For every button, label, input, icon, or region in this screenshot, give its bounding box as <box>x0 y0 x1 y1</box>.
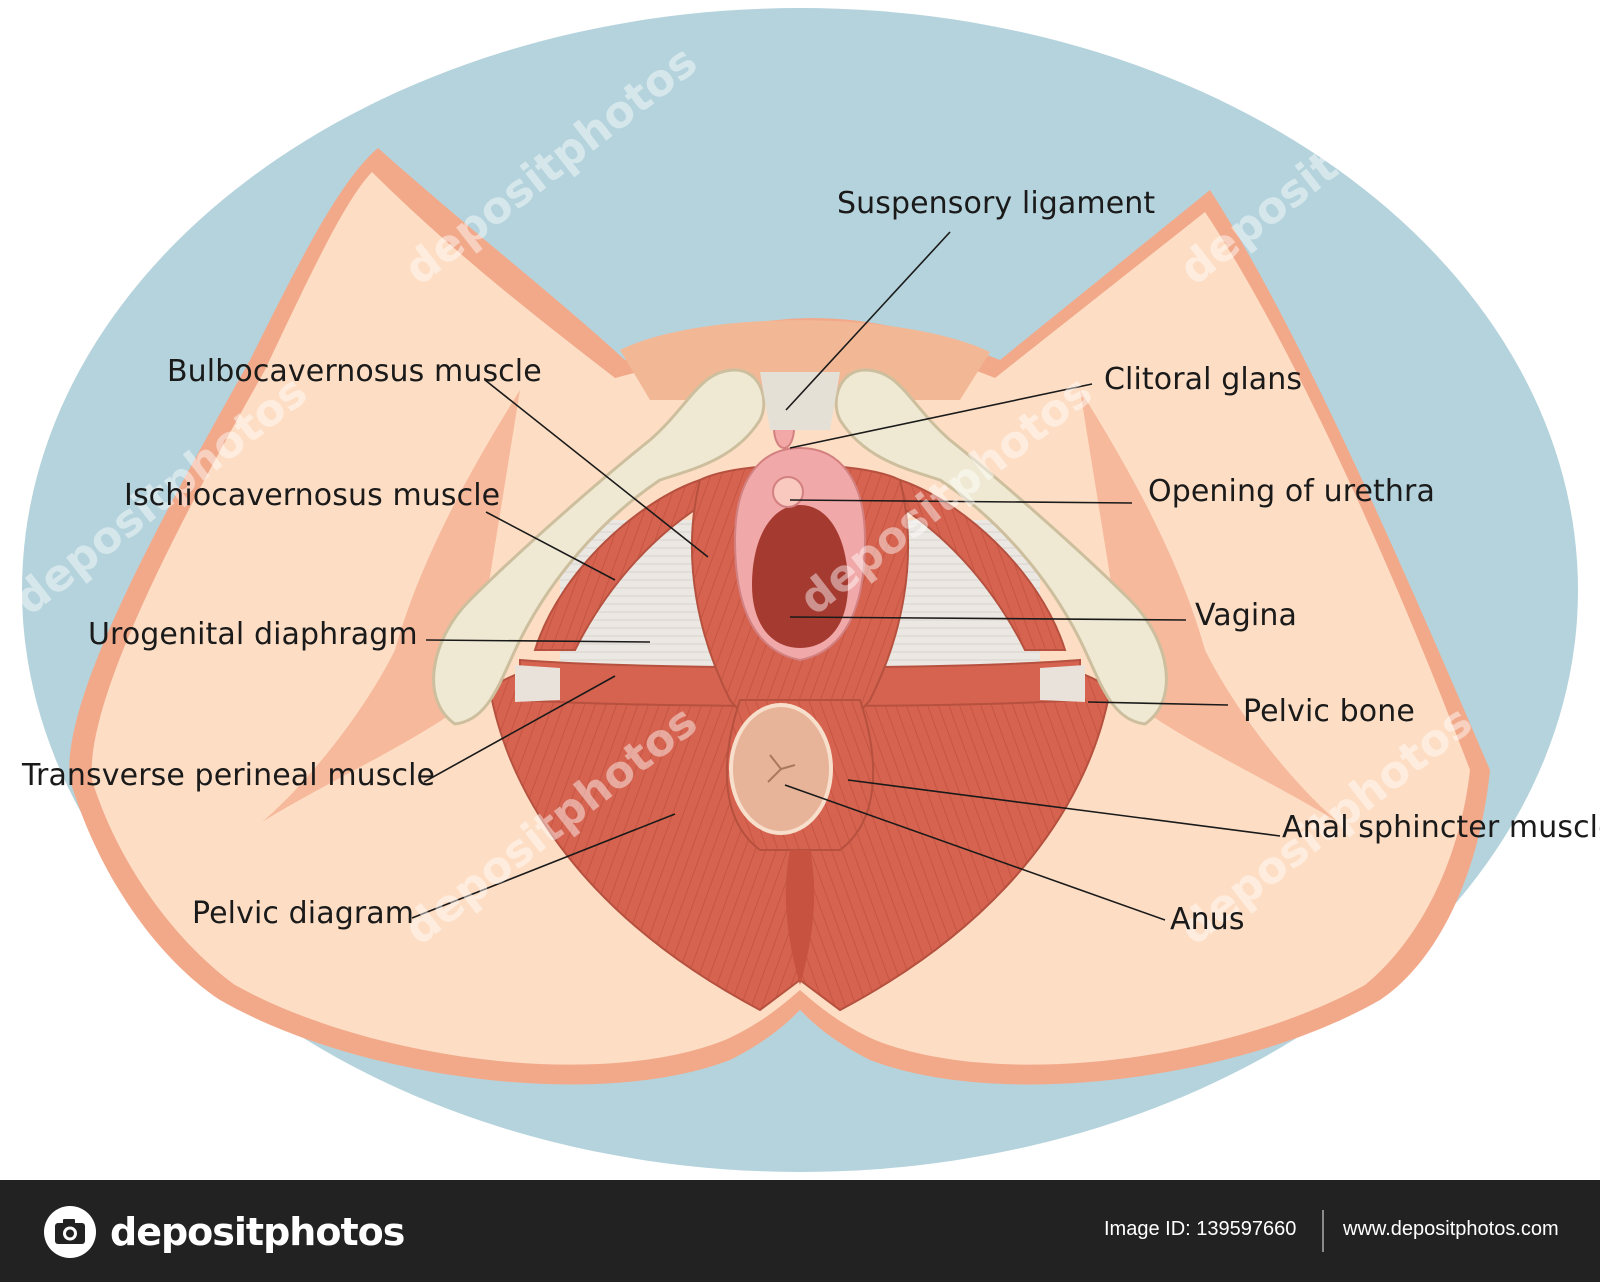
leader-urogenital <box>425 639 651 643</box>
leader-urethra <box>789 499 1133 504</box>
label-bulbocavernosus-muscle: Bulbocavernosus muscle <box>167 354 542 389</box>
leader-vagina <box>789 616 1187 621</box>
label-anal-sphincter-muscle: Anal sphincter muscle <box>1282 810 1600 845</box>
label-anus: Anus <box>1170 902 1245 937</box>
label-clitoral-glans: Clitoral glans <box>1104 362 1303 397</box>
midline-raphe <box>785 850 815 985</box>
leader-anal-sphincter <box>847 779 1281 837</box>
pelvic-bone-left <box>432 368 766 726</box>
ischiocavernosus-right <box>888 478 1067 651</box>
diagram-stage: depositphotos depositphotos depositphoto… <box>22 8 1600 1172</box>
anus-center-mark <box>767 754 796 783</box>
footer-bar: depositphotos Image ID: 139597660 www.de… <box>0 1180 1600 1282</box>
site-url[interactable]: www.depositphotos.com <box>1343 1218 1559 1240</box>
label-opening-of-urethra: Opening of urethra <box>1148 474 1435 509</box>
brand-name: depositphotos <box>110 1210 405 1254</box>
label-urogenital-diaphragm: Urogenital diaphragm <box>88 617 418 652</box>
urethra-opening <box>772 476 804 508</box>
leader-suspensory <box>785 231 951 411</box>
transverse-perineal-tendon-left <box>515 665 560 702</box>
leader-pelvic-diagram <box>411 813 676 919</box>
anatomy-illustration <box>22 8 1578 1172</box>
label-pelvic-diagram: Pelvic diagram <box>192 896 415 931</box>
leader-pelvic-bone <box>1087 701 1229 706</box>
label-suspensory-ligament: Suspensory ligament <box>837 186 1156 221</box>
leader-clitoral <box>789 383 1093 449</box>
label-transverse-perineal-muscle: Transverse perineal muscle <box>22 758 436 793</box>
ischiocavernosus-left <box>533 478 712 651</box>
leader-ischiocavernosus <box>485 511 616 581</box>
brand-logo[interactable]: depositphotos <box>42 1204 405 1260</box>
leader-anus <box>784 784 1166 921</box>
leader-lines <box>411 231 1281 921</box>
label-vagina: Vagina <box>1195 598 1297 633</box>
label-ischiocavernosus-muscle: Ischiocavernosus muscle <box>124 478 501 513</box>
pelvic-bone-right <box>834 368 1168 726</box>
vagina-opening <box>752 505 848 648</box>
camera-icon <box>44 1206 96 1258</box>
label-pelvic-bone: Pelvic bone <box>1243 694 1415 729</box>
leader-bulbocavernosus <box>484 379 709 558</box>
transverse-perineal-tendon-right <box>1040 665 1085 702</box>
pubic-symphysis <box>760 372 840 430</box>
leader-transverse <box>423 675 616 783</box>
image-id: Image ID: 139597660 <box>1104 1218 1297 1240</box>
footer-divider <box>1322 1210 1324 1252</box>
